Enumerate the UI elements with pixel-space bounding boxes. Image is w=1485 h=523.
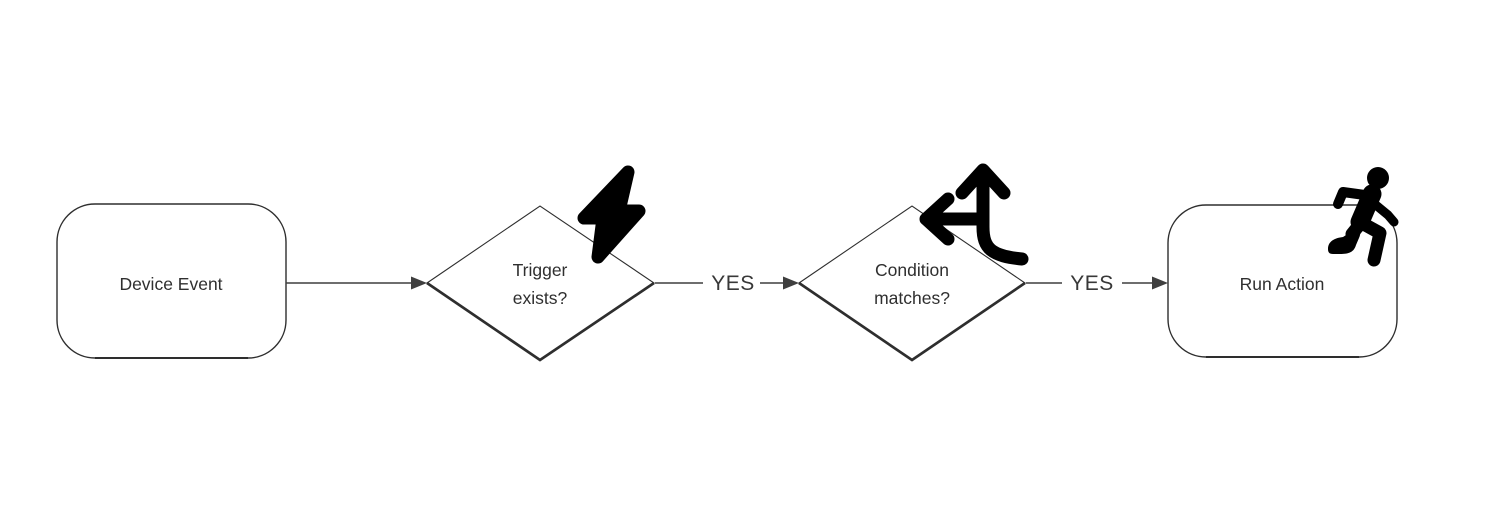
person-running-icon: [1328, 167, 1399, 267]
lightning-bolt-icon: [577, 165, 646, 264]
edge-condition-to-run: [1026, 276, 1168, 290]
edge-trigger-to-condition: [655, 276, 799, 290]
node-device-event-shape: [56, 203, 287, 359]
split-arrows-icon: [919, 163, 1029, 266]
edge-device-to-trigger: [286, 276, 427, 290]
node-trigger-exists-shape: [426, 205, 655, 362]
node-condition-matches-shape: [798, 205, 1026, 362]
